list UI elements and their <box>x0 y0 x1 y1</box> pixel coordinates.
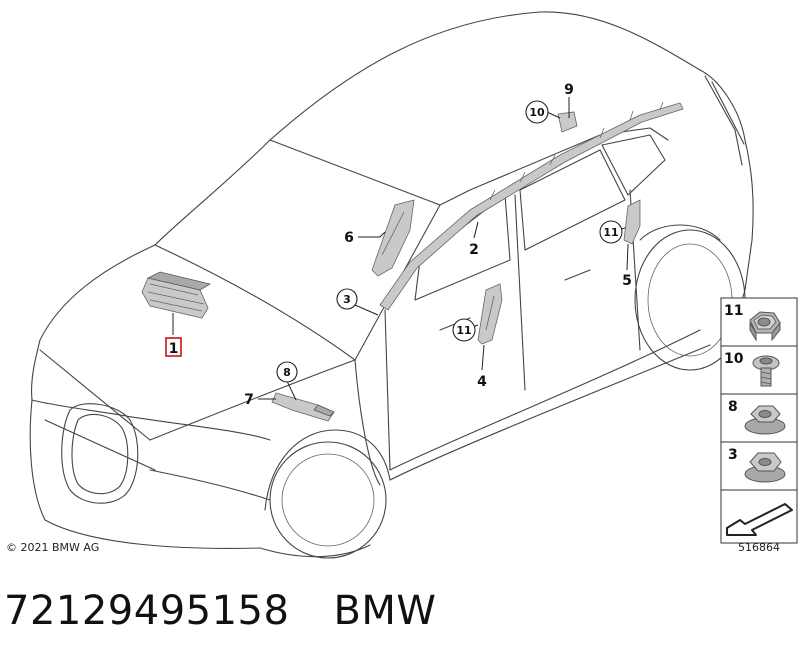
svg-text:7: 7 <box>244 392 254 408</box>
legend-row-11: 11 <box>724 303 781 342</box>
part-5-rear-airbag <box>623 199 641 245</box>
callout-4: 4 <box>477 374 487 390</box>
hex-nut-icon <box>744 452 786 483</box>
hex-nut-icon <box>749 311 781 342</box>
part-9-bracket <box>557 111 578 133</box>
svg-text:4: 4 <box>477 374 487 390</box>
svg-text:3: 3 <box>343 293 351 306</box>
flange-nut-icon <box>744 405 786 435</box>
legend-row-3: 3 <box>728 447 786 483</box>
legend-row-10: 10 <box>724 351 780 387</box>
svg-text:8: 8 <box>283 366 291 379</box>
svg-text:2: 2 <box>469 242 479 258</box>
svg-text:3: 3 <box>728 447 738 463</box>
callout-2: 2 <box>469 242 479 258</box>
part-1-passenger-airbag <box>141 271 212 319</box>
part-4-seat-airbag <box>477 283 503 345</box>
callout-7: 7 <box>244 392 254 408</box>
fastener-legend: 11 10 8 3 <box>720 297 798 544</box>
svg-text:5: 5 <box>622 273 632 289</box>
part-caption: 72129495158 BMW <box>4 588 436 634</box>
part-2-curtain-airbag <box>379 101 684 311</box>
callout-11-rear: 11 <box>599 220 623 244</box>
svg-text:10: 10 <box>529 106 545 119</box>
svg-text:8: 8 <box>728 399 738 415</box>
brand-name: BMW <box>333 588 437 634</box>
diagram-number: 516864 <box>738 541 780 554</box>
legend-row-8: 8 <box>728 399 786 435</box>
svg-text:11: 11 <box>724 303 743 319</box>
callout-9: 9 <box>564 82 574 98</box>
svg-text:9: 9 <box>564 82 574 98</box>
callout-6: 6 <box>344 230 354 246</box>
callout-1: 1 <box>165 337 182 357</box>
car-outline <box>29 11 754 559</box>
callout-10: 10 <box>525 100 549 124</box>
svg-text:6: 6 <box>344 230 354 246</box>
callout-11-front: 11 <box>452 318 476 342</box>
svg-text:1: 1 <box>169 341 179 357</box>
svg-text:11: 11 <box>456 324 471 337</box>
direction-arrow-icon <box>726 503 793 536</box>
bolt-icon <box>752 355 780 387</box>
svg-text:10: 10 <box>724 351 744 367</box>
part-7-sensor <box>271 392 335 422</box>
callout-8: 8 <box>276 361 298 383</box>
part-6-side-airbag <box>371 199 415 277</box>
svg-text:11: 11 <box>603 226 618 239</box>
part-number: 72129495158 <box>4 588 290 634</box>
callout-5: 5 <box>622 273 632 289</box>
callout-3: 3 <box>336 288 358 310</box>
copyright-notice: © 2021 BMW AG <box>6 541 100 554</box>
